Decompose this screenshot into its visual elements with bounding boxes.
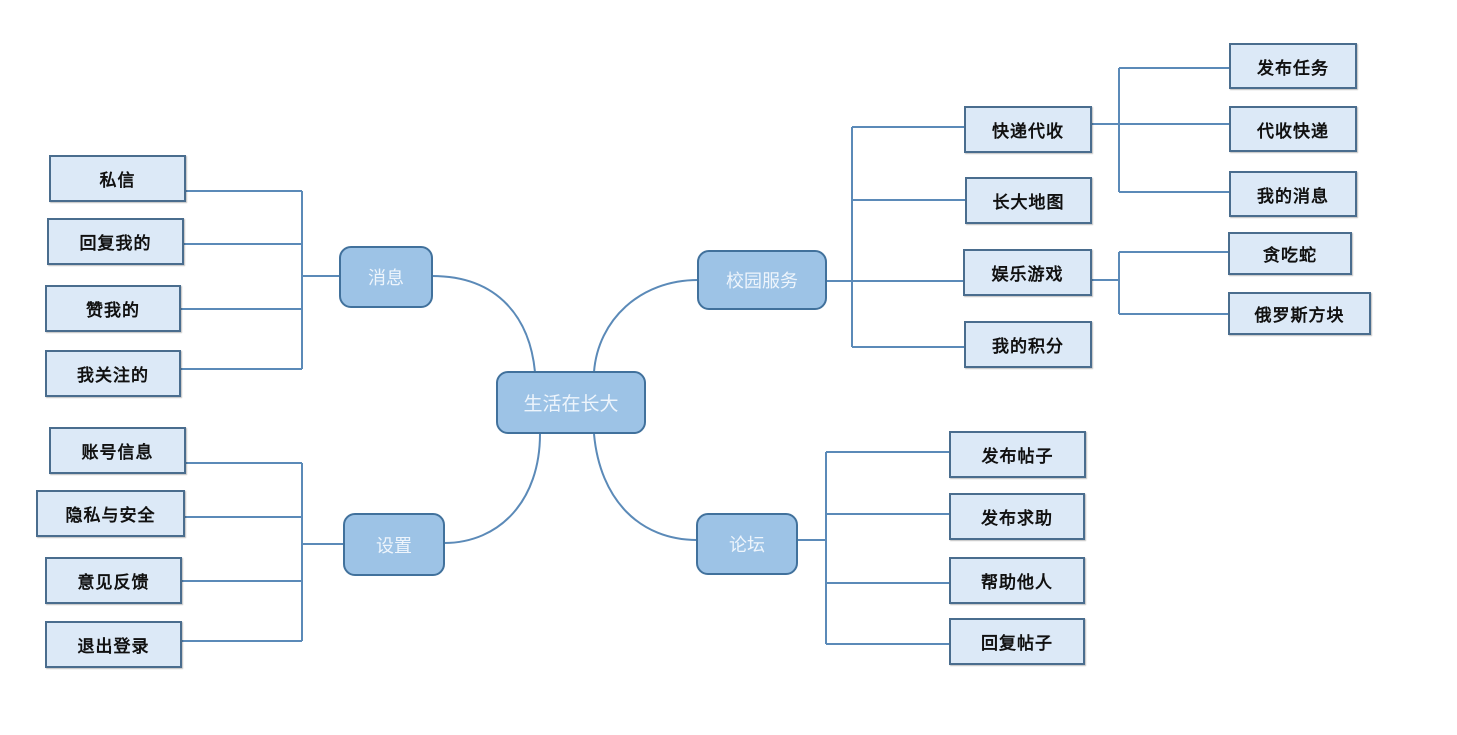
node-label: 隐私与安全 [65, 506, 156, 526]
connector-root-messages [431, 275, 536, 373]
node-replies-to-me[interactable]: 回复我的 [47, 218, 184, 265]
node-logout[interactable]: 退出登录 [45, 621, 182, 668]
node-tetris-game[interactable]: 俄罗斯方块 [1228, 292, 1371, 335]
node-label: 俄罗斯方块 [1254, 306, 1345, 326]
connector-settings-children [181, 462, 344, 642]
branch-messages[interactable]: 消息 [339, 246, 433, 308]
node-label: 帮助他人 [981, 573, 1053, 593]
node-label: 发布求助 [981, 509, 1053, 529]
node-private-message[interactable]: 私信 [49, 155, 186, 202]
connector-messages-children [180, 190, 340, 370]
node-campus-map[interactable]: 长大地图 [965, 177, 1092, 224]
node-entertainment-games[interactable]: 娱乐游戏 [963, 249, 1092, 296]
node-label: 贪吃蛇 [1263, 246, 1317, 266]
node-label: 我的消息 [1257, 186, 1329, 207]
node-label: 发布任务 [1257, 58, 1329, 79]
node-label: 娱乐游戏 [991, 265, 1064, 285]
root-node[interactable]: 生活在长大 [496, 371, 646, 434]
node-label: 长大地图 [992, 193, 1065, 213]
node-feedback[interactable]: 意见反馈 [45, 557, 182, 604]
node-help-others[interactable]: 帮助他人 [949, 557, 1085, 604]
node-label: 回复我的 [79, 234, 152, 254]
connector-games-children [1092, 251, 1229, 315]
node-label: 代收快递 [1257, 121, 1329, 142]
branch-forum[interactable]: 论坛 [696, 513, 798, 575]
branch-settings-label: 设置 [376, 535, 412, 557]
node-label: 赞我的 [86, 301, 140, 321]
node-likes-to-me[interactable]: 赞我的 [45, 285, 181, 332]
connector-express-children [1091, 67, 1230, 193]
connector-campus-children [826, 126, 966, 348]
branch-forum-label: 论坛 [729, 535, 765, 556]
node-collect-express[interactable]: 代收快递 [1229, 106, 1357, 152]
node-label: 退出登录 [77, 637, 150, 657]
node-account-info[interactable]: 账号信息 [49, 427, 186, 474]
connector-forum-children [797, 451, 950, 645]
node-snake-game[interactable]: 贪吃蛇 [1228, 232, 1352, 275]
node-following[interactable]: 我关注的 [45, 350, 181, 397]
node-label: 账号信息 [81, 443, 154, 463]
node-express-pickup[interactable]: 快递代收 [964, 106, 1092, 153]
root-node-label: 生活在长大 [523, 393, 619, 415]
node-my-points[interactable]: 我的积分 [964, 321, 1092, 368]
node-request-help[interactable]: 发布求助 [949, 493, 1085, 540]
connector-root-settings [443, 433, 541, 544]
branch-campus-services[interactable]: 校园服务 [697, 250, 827, 310]
node-privacy-security[interactable]: 隐私与安全 [36, 490, 185, 537]
node-label: 意见反馈 [77, 573, 150, 593]
node-label: 发布帖子 [981, 447, 1054, 467]
node-reply-post[interactable]: 回复帖子 [949, 618, 1085, 665]
connector-root-forum [593, 433, 698, 541]
node-label: 私信 [99, 171, 136, 191]
branch-campus-services-label: 校园服务 [726, 271, 798, 292]
node-label: 快递代收 [992, 122, 1064, 142]
node-label: 我关注的 [77, 366, 149, 386]
connector-root-campus [593, 279, 699, 373]
node-my-messages[interactable]: 我的消息 [1229, 171, 1357, 217]
node-publish-post[interactable]: 发布帖子 [949, 431, 1086, 478]
node-label: 我的积分 [992, 337, 1064, 357]
branch-settings[interactable]: 设置 [343, 513, 445, 576]
node-post-task[interactable]: 发布任务 [1229, 43, 1357, 89]
node-label: 回复帖子 [981, 634, 1053, 654]
branch-messages-label: 消息 [368, 268, 404, 289]
